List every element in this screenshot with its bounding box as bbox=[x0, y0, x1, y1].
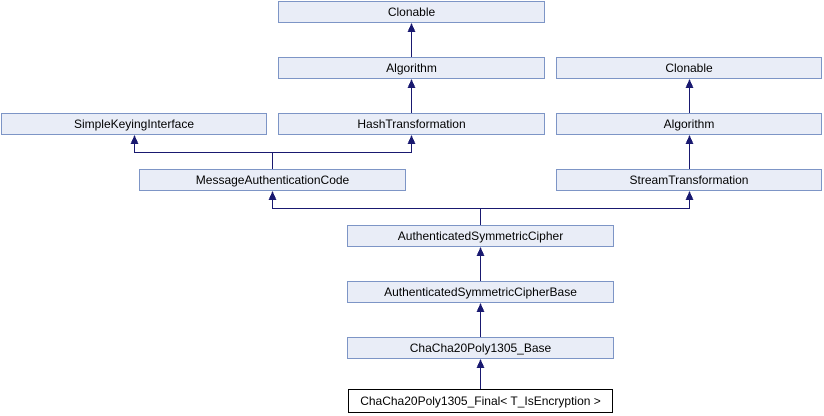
arrowhead-icon bbox=[476, 359, 485, 368]
class-node-clonable-1[interactable]: Clonable bbox=[278, 1, 545, 23]
class-node-stream-transformation[interactable]: StreamTransformation bbox=[556, 169, 822, 191]
inheritance-edge-message-authentication-code-to-hash-transformation bbox=[272, 135, 412, 169]
arrowhead-icon bbox=[476, 247, 485, 256]
inheritance-edge-authenticated-symmetric-cipher-to-message-authentication-code bbox=[272, 191, 481, 225]
class-node-authenticated-symmetric-cipher-base[interactable]: AuthenticatedSymmetricCipherBase bbox=[347, 281, 614, 303]
class-node-algorithm-2[interactable]: Algorithm bbox=[556, 113, 822, 135]
arrowhead-icon bbox=[685, 135, 694, 144]
arrowhead-icon bbox=[685, 79, 694, 88]
arrowhead-icon bbox=[130, 135, 139, 144]
class-node-simple-keying-interface[interactable]: SimpleKeyingInterface bbox=[1, 113, 267, 135]
class-node-message-authentication-code[interactable]: MessageAuthenticationCode bbox=[139, 169, 406, 191]
arrowhead-icon bbox=[268, 191, 277, 200]
class-node-authenticated-symmetric-cipher[interactable]: AuthenticatedSymmetricCipher bbox=[347, 225, 614, 247]
class-node-chacha20poly1305-final: ChaCha20Poly1305_Final< T_IsEncryption > bbox=[348, 389, 613, 413]
class-node-clonable-2[interactable]: Clonable bbox=[556, 57, 822, 79]
inheritance-edge-message-authentication-code-to-simple-keying-interface bbox=[134, 135, 273, 169]
class-node-algorithm-1[interactable]: Algorithm bbox=[278, 57, 545, 79]
arrowhead-icon bbox=[407, 23, 416, 32]
arrowhead-icon bbox=[685, 191, 694, 200]
inheritance-edge-authenticated-symmetric-cipher-to-stream-transformation bbox=[480, 191, 690, 225]
arrowhead-icon bbox=[407, 79, 416, 88]
arrowhead-icon bbox=[407, 135, 416, 144]
class-node-hash-transformation[interactable]: HashTransformation bbox=[278, 113, 545, 135]
class-node-chacha20poly1305-base[interactable]: ChaCha20Poly1305_Base bbox=[347, 337, 614, 359]
arrowhead-icon bbox=[476, 303, 485, 312]
